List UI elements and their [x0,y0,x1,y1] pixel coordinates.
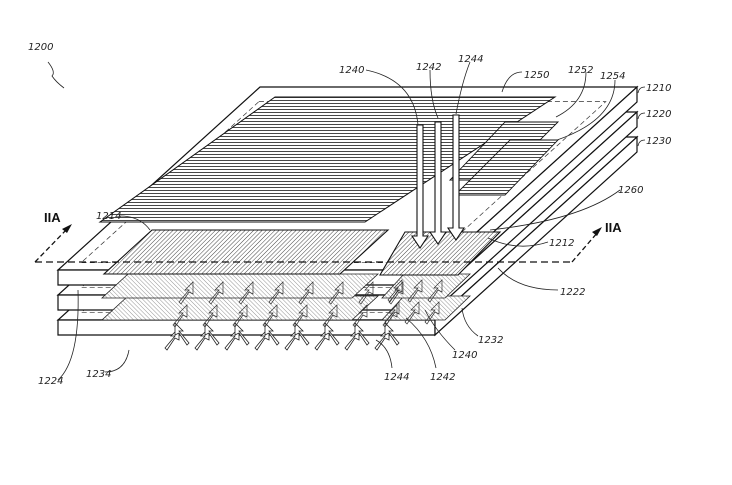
label-1220: 1220 [646,109,671,120]
label-1250: 1250 [524,70,549,81]
zigzag-arrow [298,281,314,305]
zigzag-arrow [172,304,188,328]
zigzag-arrow [232,304,248,328]
section-line-IIA: IIA IIA [34,210,622,263]
zigzag-arrow [292,304,308,328]
plate-side-face [434,135,638,337]
zigzag-arrow [384,301,400,325]
emitter-region-1254 [453,139,560,196]
zigzag-arrow [427,279,443,303]
zigzag-arrow [238,281,254,305]
zigzag-arrow [358,281,374,305]
zigzag-arrow [262,304,278,328]
zigzag-arrow [264,322,280,346]
zigzag-arrow [294,322,310,346]
section-label-right: IIA [605,220,622,235]
label-1240: 1240 [339,65,364,76]
zigzag-arrow [424,301,440,325]
downward-arrow-1242 [428,121,448,245]
label-1210: 1210 [646,83,671,94]
zigzag-arrow [234,322,250,346]
emitter-region-1214 [102,229,390,275]
zigzag-arrow [384,322,400,346]
zigzag-arrow [268,281,284,305]
zigzag-arrow [324,322,340,346]
label-1230: 1230 [646,136,671,147]
label-1242: 1242 [416,62,441,73]
zigzag-arrow [322,304,338,328]
zigzag-arrow [178,281,194,305]
zigzag-arrow [352,304,368,328]
label-1232: 1232 [478,335,503,346]
label-1200: 1200 [28,42,53,53]
label-1242-bottom: 1242 [430,372,455,383]
label-1252: 1252 [568,65,593,76]
label-1240-bottom: 1240 [452,350,477,361]
label-1234: 1234 [86,369,111,380]
emitter-region-1212 [379,231,502,276]
zigzag-arrow [387,279,403,303]
reference-labels: 1200 1240 1242 1244 1250 1252 1254 1210 … [28,42,671,387]
downward-arrow-1244 [446,114,466,241]
emitter-region-1224 [100,273,380,299]
zigzag-arrow [174,322,190,346]
label-1244: 1244 [458,54,483,65]
zigzag-arrow [202,304,218,328]
label-1222: 1222 [560,287,585,298]
leader-lines [47,61,646,381]
zigzag-arrow [404,301,420,325]
zigzag-arrow [407,279,423,303]
downward-arrow-1240 [410,124,430,249]
label-1212: 1212 [549,238,574,249]
zigzag-arrow [204,322,220,346]
emitter-region-1222 [381,273,471,299]
label-1224: 1224 [38,376,63,387]
label-1244-bottom: 1244 [384,372,409,383]
zigzag-arrow [354,322,370,346]
zigzag-arrow [208,281,224,305]
label-1214: 1214 [96,211,121,222]
plate-front-face [57,319,436,336]
label-1254: 1254 [600,71,625,82]
zigzag-arrow [328,281,344,305]
label-1260: 1260 [618,185,643,196]
section-label-left: IIA [44,210,61,225]
light-arrows [164,114,466,351]
emitter-region-1234 [100,295,380,321]
